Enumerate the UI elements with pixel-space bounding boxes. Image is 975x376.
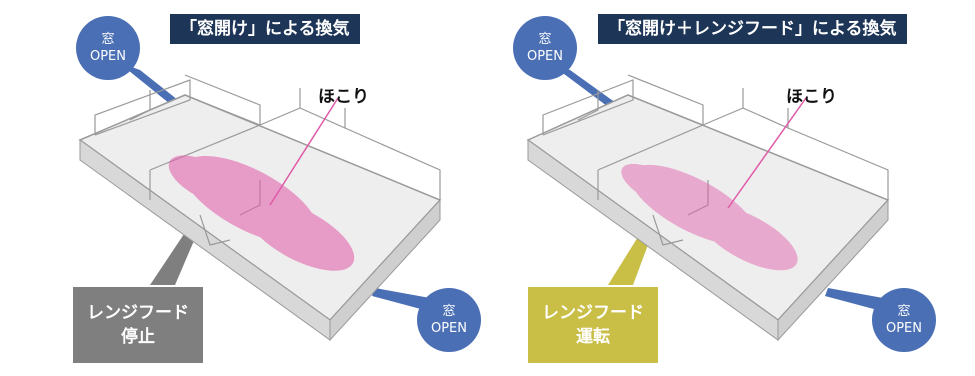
window-open-right-label: 窓 OPEN	[417, 288, 481, 352]
callout-tail	[372, 288, 432, 312]
range-hood-stopped-label: レンジフード 停止	[73, 287, 203, 363]
floorplan-illustration	[526, 62, 890, 342]
floor-side-wall	[329, 198, 441, 342]
window-open-text: OPEN	[430, 321, 467, 336]
dust-leader	[727, 97, 807, 209]
dust-cloud	[621, 163, 798, 271]
floorplan-illustration	[78, 62, 442, 342]
range-hood-text: レンジフード	[87, 303, 189, 323]
room-walls	[542, 74, 889, 246]
callout-tail	[548, 62, 623, 112]
window-char: 窓	[897, 304, 911, 319]
window-char: 窓	[442, 304, 456, 319]
window-open-text: OPEN	[526, 49, 563, 64]
window-char: 窓	[538, 32, 552, 47]
panel-window-and-hood: 「窓開け＋レンジフード」による換気 窓 OPEN 窓 OPEN ほこり レンジフ…	[488, 0, 975, 376]
callout-tail	[118, 62, 188, 112]
callout-tail	[825, 288, 885, 312]
window-open-top-label: 窓 OPEN	[76, 16, 140, 80]
dust-label: ほこり	[318, 87, 369, 107]
scenario-title: 「窓開け＋レンジフード」による換気	[598, 14, 907, 44]
range-hood-state: 停止	[121, 327, 155, 347]
range-hood-text: レンジフード	[542, 303, 644, 323]
window-open-top-label: 窓 OPEN	[513, 16, 577, 80]
dust-cloud	[168, 155, 355, 271]
window-open-text: OPEN	[885, 321, 922, 336]
floor-side-wall	[777, 198, 889, 342]
range-hood-running-label: レンジフード 運転	[528, 287, 658, 363]
scenario-title: 「窓開け」による換気	[170, 14, 360, 44]
range-hood-state: 運転	[576, 327, 610, 347]
panel-window-only: 「窓開け」による換気 窓 OPEN 窓 OPEN ほこり レンジフード 停止	[0, 0, 487, 376]
window-open-right-label: 窓 OPEN	[872, 288, 936, 352]
dust-leader	[269, 97, 339, 206]
window-char: 窓	[101, 32, 115, 47]
window-open-text: OPEN	[89, 49, 126, 64]
dust-label: ほこり	[786, 87, 837, 107]
